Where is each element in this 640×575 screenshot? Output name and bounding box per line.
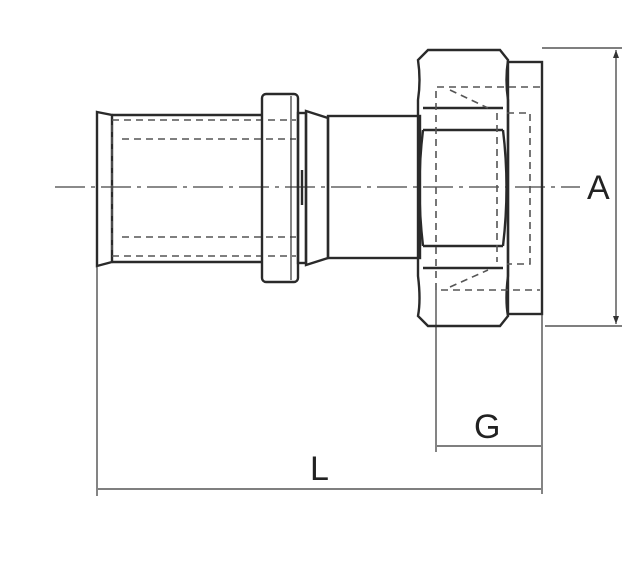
dimension-g: G — [435, 290, 543, 494]
dimension-a: A — [542, 47, 622, 327]
dimension-label-l: L — [310, 450, 329, 488]
collar-ring — [260, 92, 308, 284]
dimension-l: L — [96, 266, 541, 496]
cone-section — [304, 109, 330, 267]
hidden-thread — [435, 86, 540, 291]
thread-flange — [506, 60, 544, 316]
hex-nut — [416, 48, 510, 328]
dimension-label-a: A — [587, 169, 610, 207]
press-sleeve — [95, 110, 296, 268]
dimension-label-g: G — [474, 408, 500, 446]
